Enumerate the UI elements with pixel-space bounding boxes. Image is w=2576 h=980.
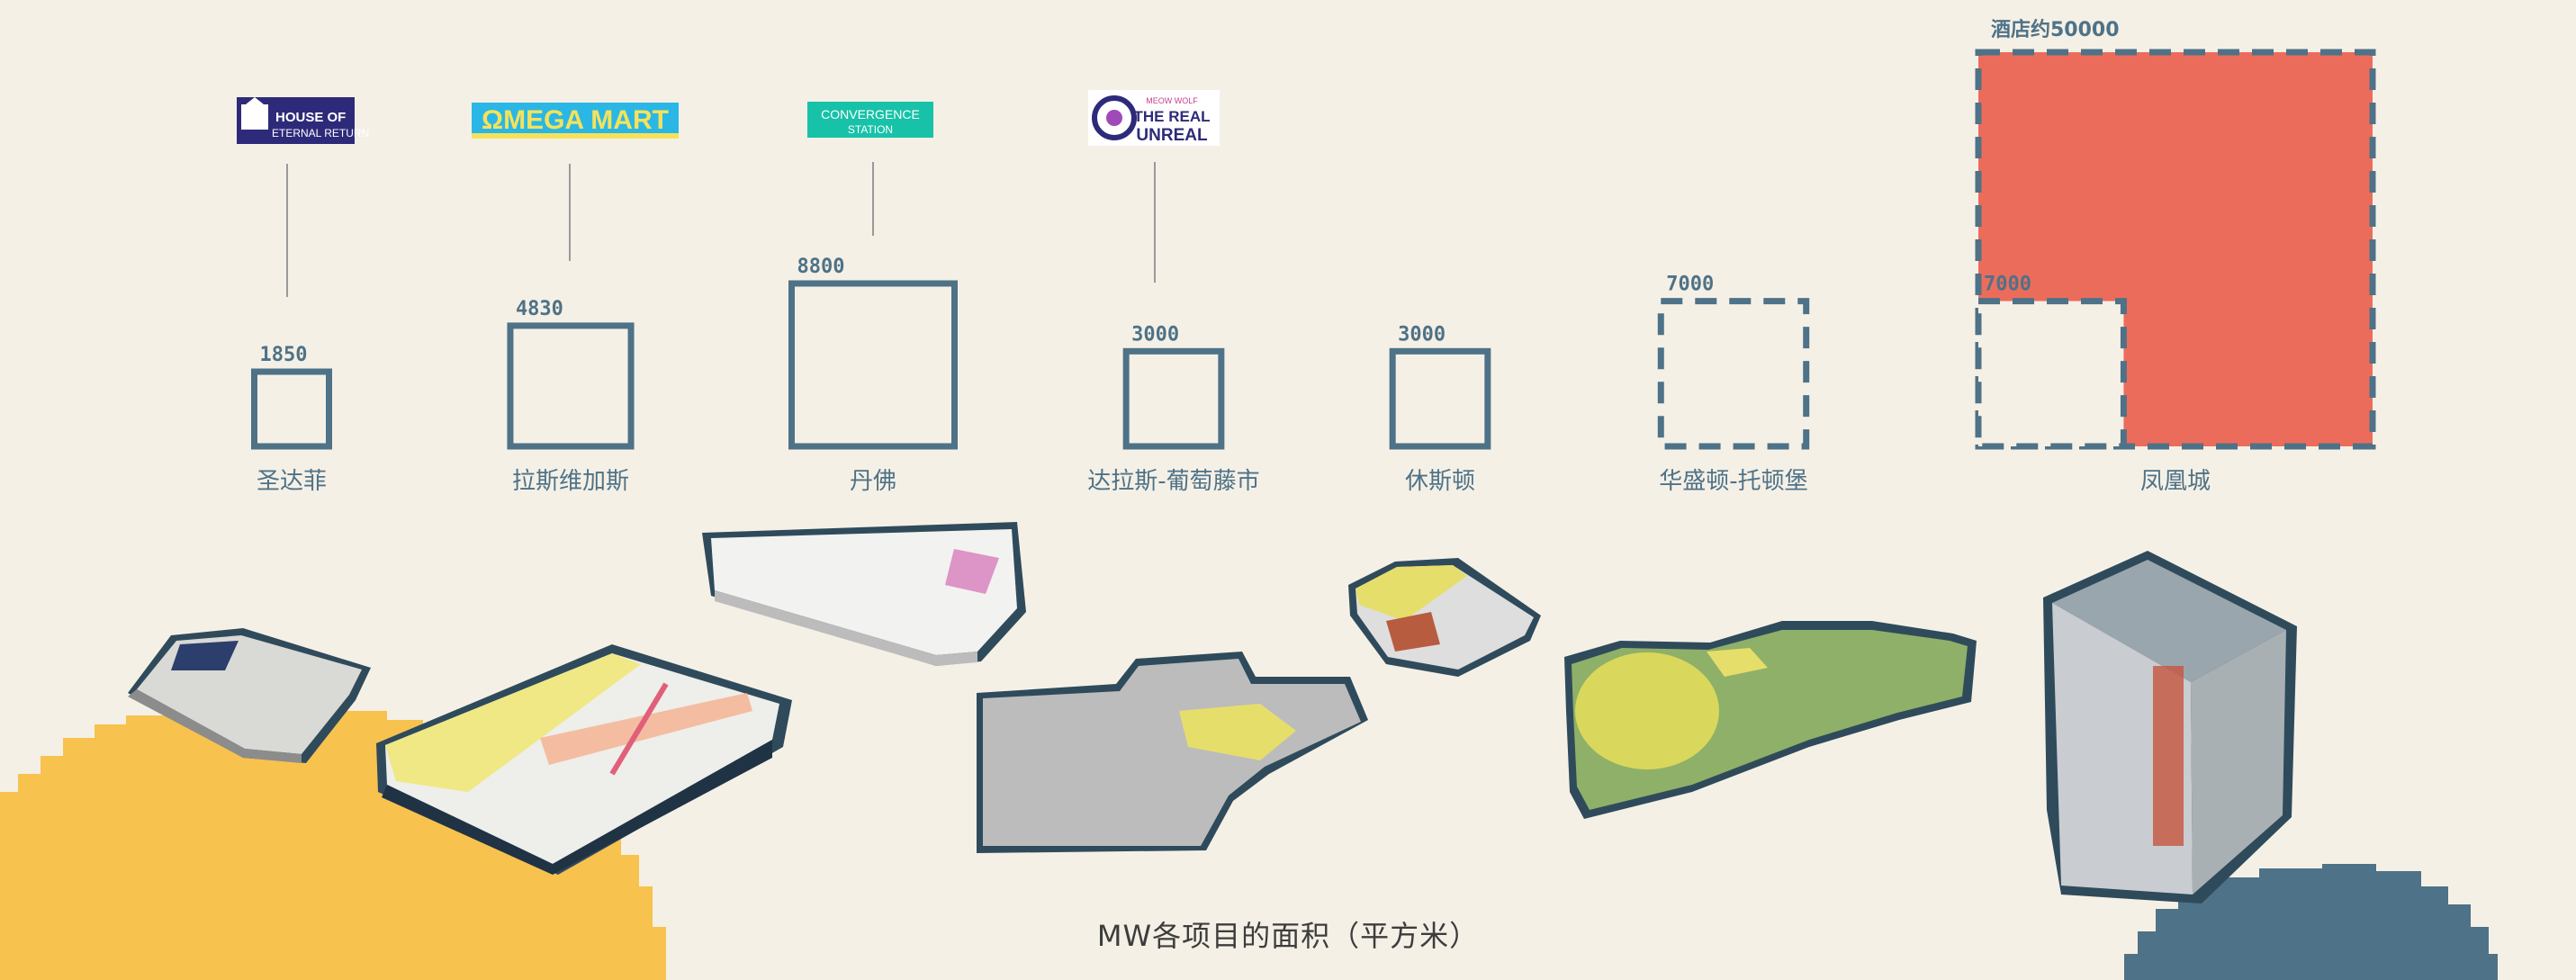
logo-text-line: UNREAL [1136, 126, 1208, 145]
value-label: 1850 [260, 344, 308, 366]
the-real-unreal-logo: MEOW WOLF THE REAL UNREAL [1088, 90, 1220, 146]
area-square [251, 368, 332, 450]
category-label: 华盛顿-托顿堡 [1659, 468, 1807, 495]
las-vegas-building-illustration [376, 644, 792, 875]
logo-text-line: ΩMEGA MART [482, 105, 669, 135]
logo-text-line: CONVERGENCE [821, 107, 920, 121]
logo-text-line: HOUSE OF [275, 110, 346, 125]
area-square [1122, 347, 1225, 450]
category-label: 凤凰城 [2140, 468, 2211, 495]
house-of-eternal-return-logo: HOUSE OF ETERNAL RETURN [237, 97, 369, 144]
value-label: 7000 [1984, 274, 2031, 296]
washington-building-illustration [1564, 621, 1977, 819]
category-label: 达拉斯-葡萄藤市 [1087, 468, 1259, 495]
value-label: 8800 [797, 256, 845, 278]
area-square [1389, 347, 1491, 450]
category-label: 丹佛 [850, 468, 896, 495]
logo-text-line: STATION [848, 123, 893, 136]
dallas-building-illustration [977, 652, 1368, 853]
blue-stepped-blob [2124, 864, 2498, 980]
logo-text-line: ETERNAL RETURN [272, 127, 369, 139]
value-label: 4830 [516, 298, 563, 320]
value-label: 7000 [1666, 274, 1714, 296]
chart-title: MW各项目的面积（平方米） [1096, 919, 1480, 953]
logo-text-line: MEOW WOLF [1146, 96, 1198, 105]
denver-building-illustration [702, 522, 1026, 666]
area-square [1975, 298, 2127, 450]
omega-mart-logo: ΩMEGA MART [472, 103, 679, 139]
santa-fe-building-illustration [128, 628, 371, 763]
area-square [1657, 298, 1810, 450]
category-label: 拉斯维加斯 [512, 468, 629, 495]
logo-text-line: THE REAL [1134, 108, 1211, 125]
area-square [788, 280, 958, 450]
value-label: 3000 [1131, 323, 1179, 346]
convergence-station-logo: CONVERGENCE STATION [807, 102, 933, 138]
value-label: 3000 [1398, 323, 1446, 346]
chart-marks: 酒店约50000 1850 圣达菲 4830 拉斯维加斯 8800 丹佛 3000 达拉斯-葡萄… [251, 18, 2376, 495]
phoenix-building-illustration [2043, 551, 2297, 904]
houston-building-illustration [1348, 558, 1541, 677]
area-square [507, 322, 635, 450]
category-label: 休斯顿 [1405, 468, 1475, 495]
category-label: 圣达菲 [257, 468, 327, 495]
hotel-value-label: 酒店约50000 [1991, 18, 2120, 41]
